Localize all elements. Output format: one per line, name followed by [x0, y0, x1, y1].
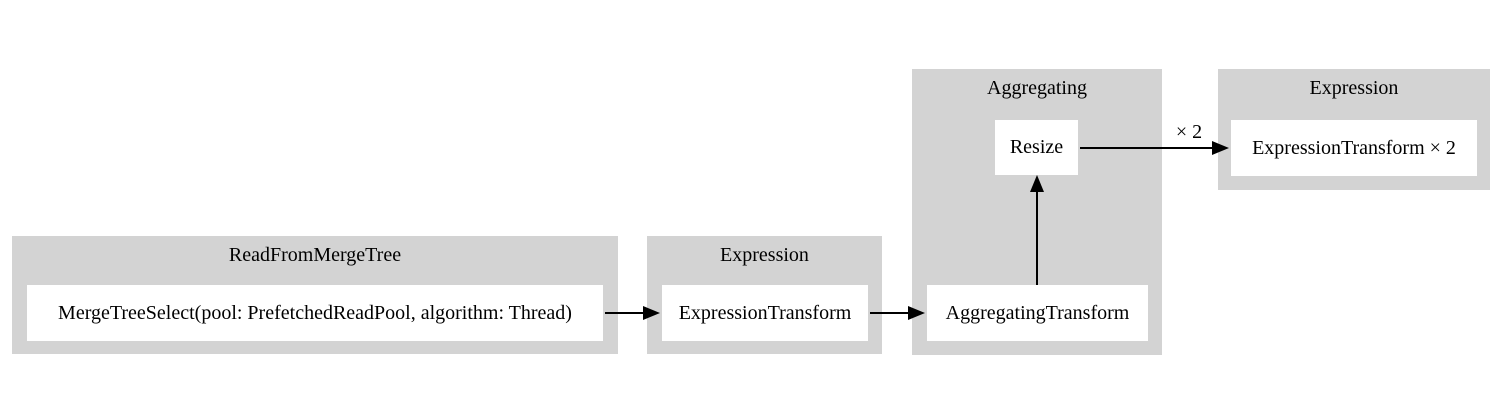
edge-line — [605, 312, 645, 314]
arrowhead-icon — [1212, 141, 1229, 155]
cluster-title: ReadFromMergeTree — [228, 244, 402, 266]
arrowhead-icon — [643, 306, 660, 320]
arrowhead-icon — [1030, 175, 1044, 192]
node-expressiontransform: ExpressionTransform — [662, 285, 868, 341]
edge-line — [870, 312, 910, 314]
edge-multiplier-label: × 2 — [1175, 121, 1203, 143]
cluster-title: Expression — [1309, 77, 1399, 99]
arrowhead-icon — [908, 306, 925, 320]
edge-line — [1080, 147, 1214, 149]
node-label: ExpressionTransform × 2 — [1252, 136, 1456, 159]
cluster-title: Expression — [720, 244, 809, 266]
node-label: MergeTreeSelect(pool: PrefetchedReadPool… — [58, 301, 572, 324]
node-label: AggregatingTransform — [945, 301, 1130, 324]
node-aggregatingtransform: AggregatingTransform — [927, 285, 1148, 341]
node-mergetreeselect: MergeTreeSelect(pool: PrefetchedReadPool… — [27, 285, 603, 341]
node-resize: Resize — [995, 120, 1078, 175]
edge-line — [1036, 190, 1038, 285]
node-label: Resize — [1009, 136, 1064, 158]
node-expressiontransform-x2: ExpressionTransform × 2 — [1231, 120, 1477, 176]
node-label: ExpressionTransform — [678, 301, 852, 324]
cluster-title: Aggregating — [987, 77, 1087, 99]
